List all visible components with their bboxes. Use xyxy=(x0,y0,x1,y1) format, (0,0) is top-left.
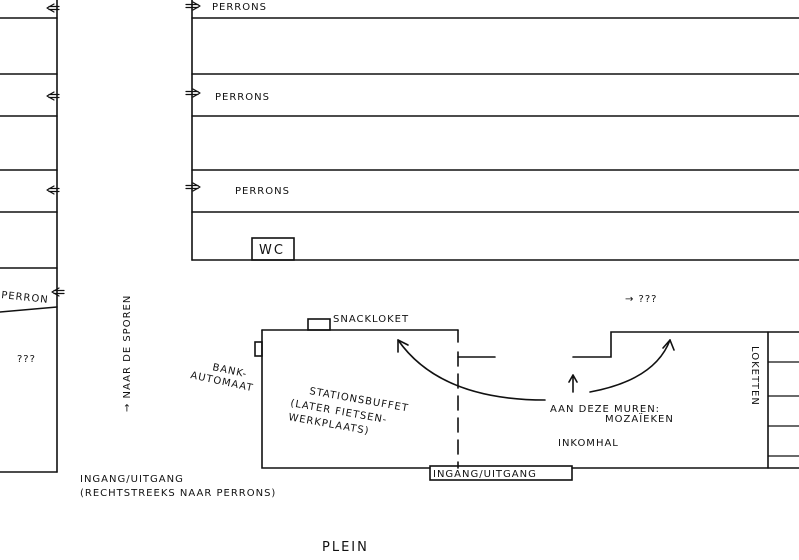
station-building: INGANG/UITGANG SNACKLOKET BANK- AUTOMAAT… xyxy=(189,294,799,481)
arrow-head-icon xyxy=(397,339,409,353)
perrons-label-1: PERRONS xyxy=(212,2,267,13)
left-track-block: PERRON ??? xyxy=(0,0,65,473)
ingang-uitgang-left-sublabel: (RECHTSTREEKS NAAR PERRONS) xyxy=(80,488,276,499)
wc-box xyxy=(251,237,295,261)
ingang-uitgang-bottom-label: INGANG/UITGANG xyxy=(433,469,537,480)
curved-arrow-to-hall xyxy=(589,339,671,393)
wc-label: WC xyxy=(259,243,285,258)
double-arrow-right-icon xyxy=(185,182,201,192)
double-arrow-left-icon xyxy=(51,287,65,297)
plein-label: PLEIN xyxy=(322,540,369,555)
naar-de-sporen-label: → NAAR DE SPOREN xyxy=(122,295,133,412)
left-track-line xyxy=(0,306,58,313)
curved-arrow-to-buffet xyxy=(397,339,546,401)
aan-deze-muren-label-1: AAN DEZE MUREN: xyxy=(550,404,660,415)
arrow-unknown-label: → ??? xyxy=(625,294,657,305)
inkomhal-top-wall xyxy=(572,331,799,358)
aan-deze-muren-label-2: MOZAÏEKEN xyxy=(605,412,674,425)
entrance-box xyxy=(429,465,573,481)
bank-automaat-box xyxy=(254,341,263,357)
double-arrow-left-icon xyxy=(46,3,60,13)
double-arrow-right-icon xyxy=(185,1,201,11)
snackloket-label: SNACKLOKET xyxy=(333,314,409,325)
arrow-head-icon xyxy=(662,339,675,351)
ingang-uitgang-left-label: INGANG/UITGANG xyxy=(80,474,184,485)
up-arrow-icon xyxy=(568,374,578,393)
perrons-label-3: PERRONS xyxy=(235,186,290,197)
loketten-label: LOKETTEN xyxy=(749,346,760,406)
inkomhal-label: INKOMHAL xyxy=(558,438,619,449)
perron-left-label: PERRON xyxy=(1,290,49,306)
unknown-left-label: ??? xyxy=(17,354,36,365)
double-arrow-left-icon xyxy=(46,185,60,195)
perrons-label-2: PERRONS xyxy=(215,92,270,103)
upper-track-block: PERRONS PERRONS PERRONS WC xyxy=(185,0,799,261)
double-arrow-right-icon xyxy=(185,88,201,98)
snackloket-box xyxy=(307,318,331,331)
buffet-wall xyxy=(261,329,431,469)
double-arrow-left-icon xyxy=(46,91,60,101)
